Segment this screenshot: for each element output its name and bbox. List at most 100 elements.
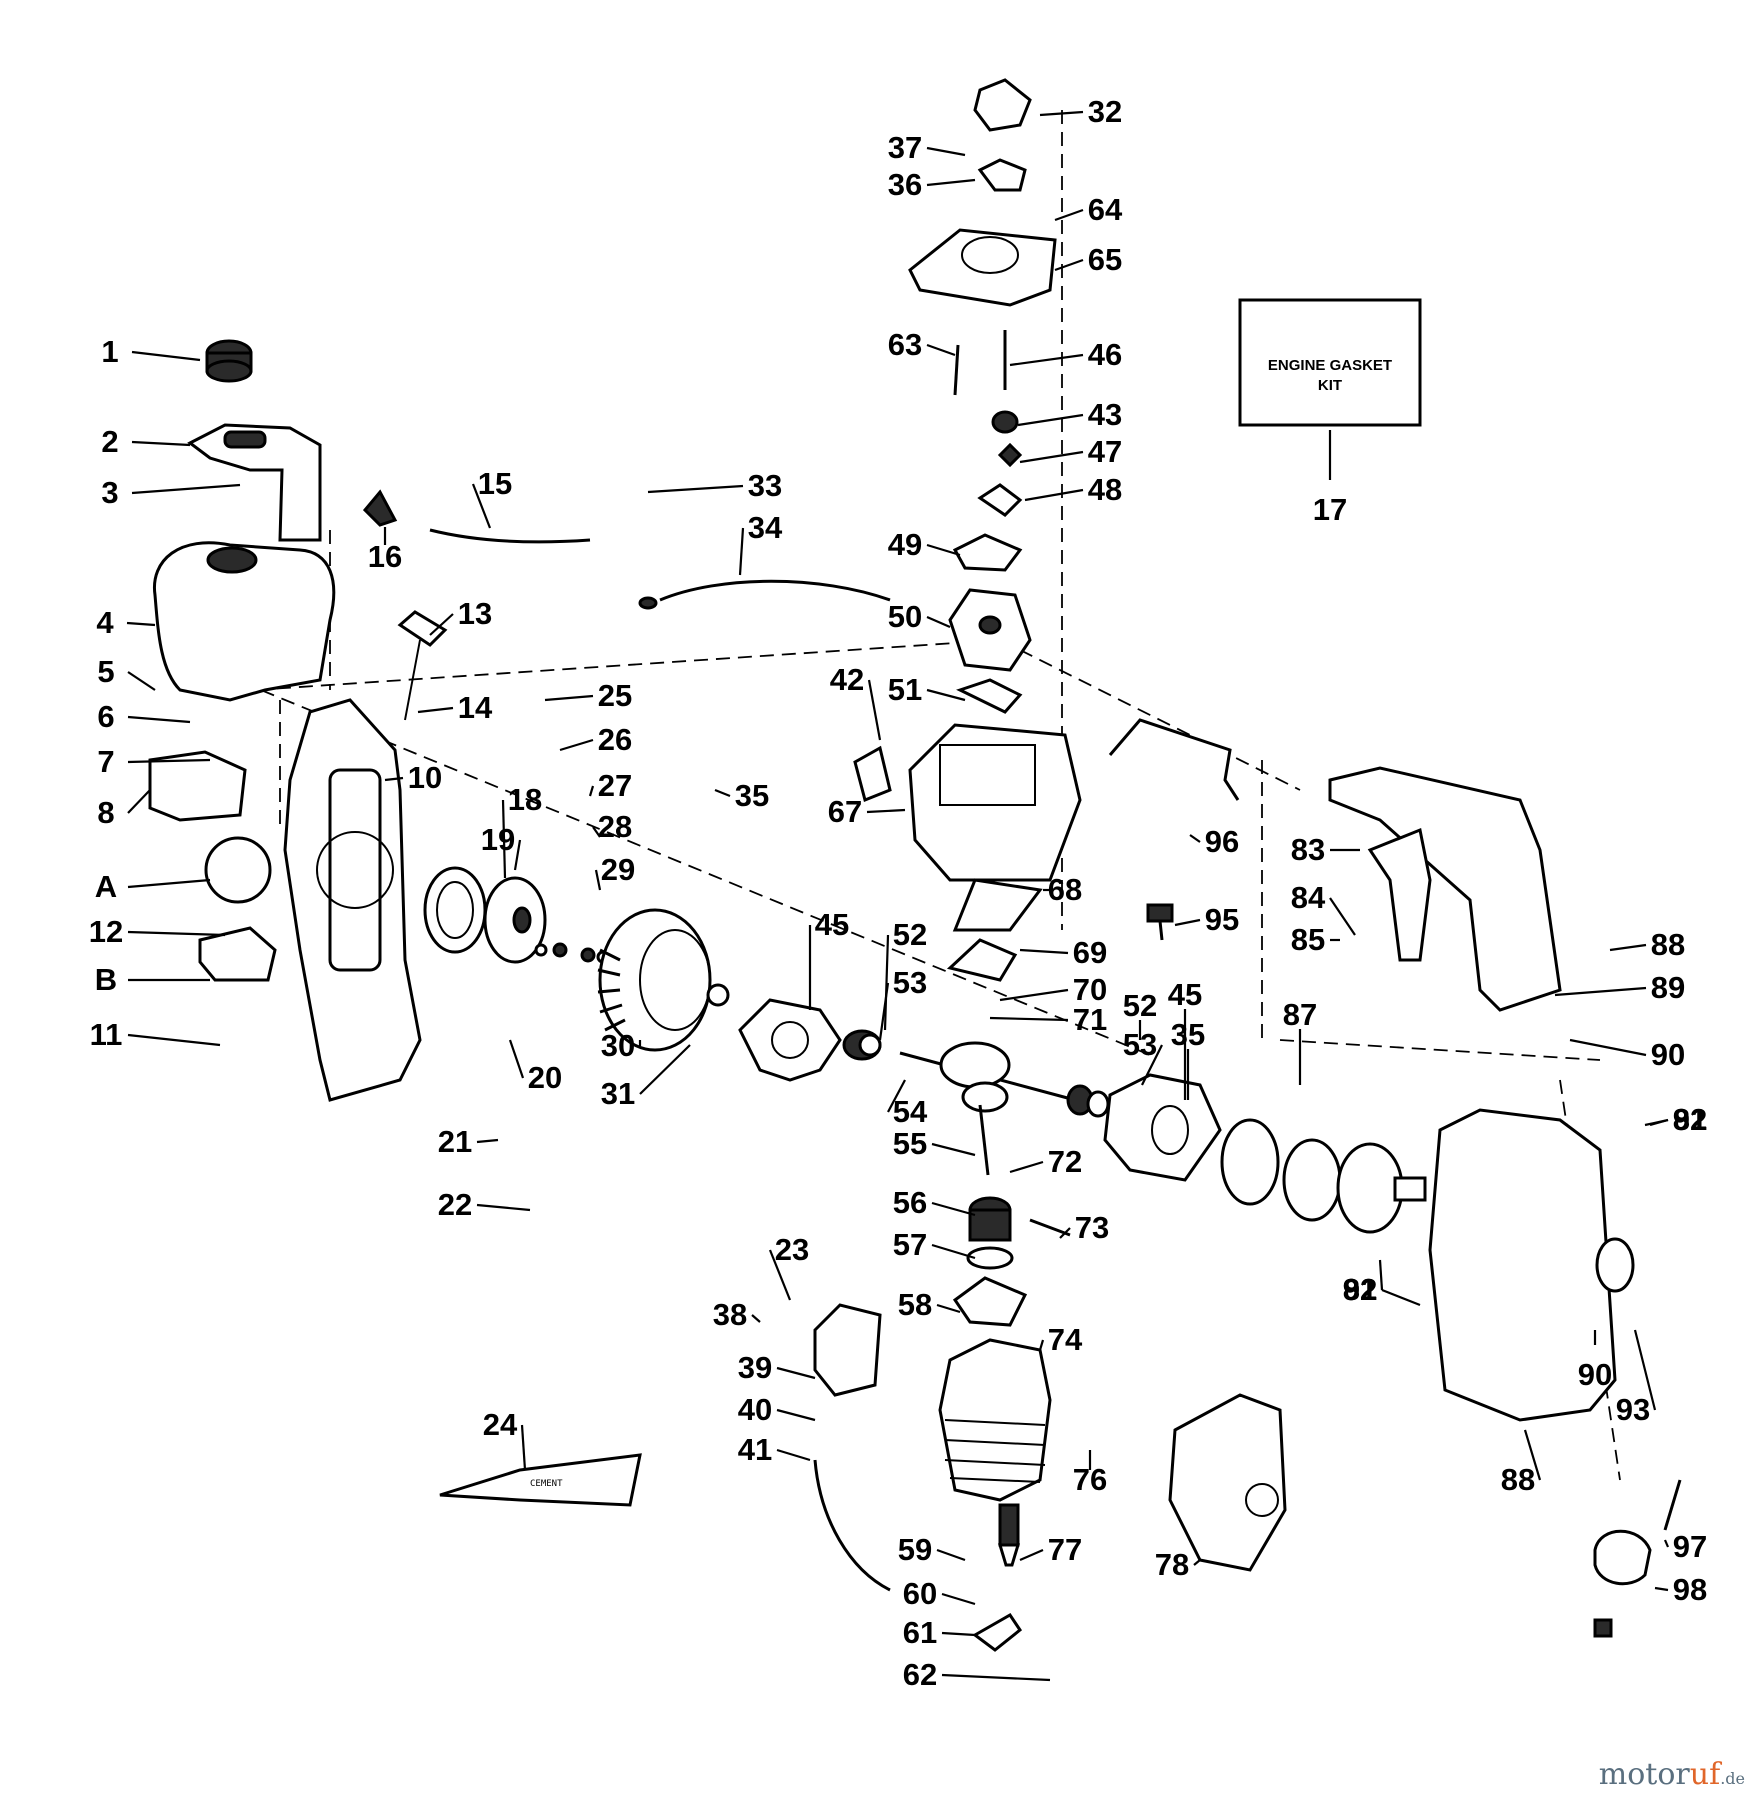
leader-line: [131, 483, 241, 495]
leader-line: [508, 1039, 525, 1079]
leader-line: [544, 694, 594, 702]
tank-bracket-part: [187, 423, 322, 542]
leader-line: [941, 1592, 976, 1606]
callout-label: 69: [1073, 935, 1107, 970]
callout-label: 39: [738, 1350, 772, 1385]
fuel-line-part: [429, 528, 591, 544]
leader-line: [127, 930, 226, 937]
callout-label: 18: [508, 782, 542, 817]
carb-screws-part: [953, 330, 1007, 396]
callout-label: 88: [1501, 1462, 1535, 1497]
callout-label: 60: [903, 1576, 937, 1611]
callout-label: 36: [888, 167, 922, 202]
crankshaft-part: [899, 1041, 1076, 1176]
callout-label: 91: [1343, 1272, 1377, 1307]
leader-line: [1174, 918, 1201, 927]
callout-label: 52: [1123, 988, 1157, 1023]
callout-label: 38: [713, 1297, 747, 1332]
cylinder-part: [938, 1338, 1052, 1502]
callout-label: 8: [97, 795, 114, 830]
leader-line: [1189, 834, 1201, 843]
reed-valve-part: [946, 938, 1018, 982]
starter-spring-part: [423, 866, 487, 954]
callout-label: 52: [893, 917, 927, 952]
callout-label: 84: [1291, 880, 1326, 915]
leader-line: [1569, 1038, 1647, 1057]
watermark: motoruf.de: [1599, 1757, 1745, 1792]
carb-housing-part: [908, 723, 1082, 882]
leader-line: [127, 878, 211, 889]
callout-label: 73: [1075, 1210, 1109, 1245]
heat-shield-part: [952, 878, 1043, 932]
leader-line: [887, 1079, 906, 1113]
washer-set-part: [534, 942, 610, 964]
callout-label: 20: [528, 1060, 562, 1095]
fuel-tank-part: [152, 541, 336, 702]
leader-line: [926, 178, 976, 187]
callout-label: 97: [1673, 1529, 1707, 1564]
watermark-accent: uf: [1689, 1757, 1721, 1792]
callout-label: 35: [1171, 1017, 1205, 1052]
callout-label: 23: [775, 1232, 809, 1267]
callout-label: 30: [601, 1028, 635, 1063]
callout-label: 40: [738, 1392, 772, 1427]
callout-label: 27: [598, 768, 632, 803]
callout-label: 62: [903, 1657, 937, 1692]
callout-label: 65: [1088, 242, 1122, 277]
leader-line: [1024, 488, 1084, 502]
piston-rings-part: [966, 1246, 1014, 1270]
callout-label: 6: [97, 699, 114, 734]
fan-housing-part: [1428, 1108, 1635, 1422]
leader-line: [751, 1314, 761, 1323]
callout-label: 76: [1073, 1462, 1107, 1497]
carb-gasket-part: [977, 158, 1027, 192]
air-filter-gasket-part: [204, 836, 272, 904]
primer-bulb-part: [362, 489, 398, 527]
callout-label: 77: [1048, 1532, 1082, 1567]
callout-label: 50: [888, 599, 922, 634]
callout-label: 25: [598, 678, 632, 713]
bearing-right-part: [1066, 1084, 1110, 1118]
leader-line: [1378, 1259, 1384, 1291]
callout-label: 72: [1048, 1144, 1082, 1179]
callout-label: 61: [903, 1615, 937, 1650]
callout-label: 31: [601, 1076, 635, 1111]
leader-line: [926, 146, 966, 157]
bearing-seal-part: [842, 1029, 882, 1061]
leader-line: [1059, 1227, 1071, 1239]
callout-label: 15: [478, 466, 512, 501]
leader-line: [1054, 208, 1084, 222]
leader-line: [127, 715, 191, 724]
callout-label: A: [95, 869, 117, 904]
carb-diaphragm-stack-part: [952, 410, 1023, 572]
callout-label: 26: [598, 722, 632, 757]
callout-label: 4: [96, 605, 114, 640]
leader-line: [931, 1201, 976, 1217]
leader-line: [1329, 897, 1356, 936]
callout-label: 3: [101, 475, 118, 510]
carb-cover-plate-part: [908, 228, 1057, 307]
callout-label: 11: [90, 1017, 123, 1052]
callout-label: 59: [898, 1532, 932, 1567]
air-filter-element-part: [148, 750, 247, 822]
callout-label: 10: [408, 760, 442, 795]
callout-label: 33: [748, 468, 782, 503]
leader-line: [1523, 1429, 1542, 1481]
callout-label: 89: [1651, 970, 1685, 1005]
leader-line: [926, 615, 951, 629]
callout-label: 54: [893, 1094, 928, 1129]
leader-line: [999, 988, 1069, 1002]
callout-label: 1: [101, 334, 118, 369]
leader-line: [1054, 258, 1084, 272]
callout-label: 43: [1088, 397, 1122, 432]
callout-label: 78: [1155, 1547, 1189, 1582]
starter-pulley-part: [483, 876, 547, 964]
sealant-tube-text: CEMENT: [530, 1479, 563, 1489]
callout-label: 90: [1651, 1037, 1685, 1072]
leader-line: [126, 621, 156, 627]
callout-label: 17: [1313, 492, 1347, 527]
leader-line: [931, 1142, 976, 1157]
leader-line: [867, 679, 882, 741]
carb-cap-part: [973, 78, 1032, 132]
callout-label: 53: [893, 965, 927, 1000]
